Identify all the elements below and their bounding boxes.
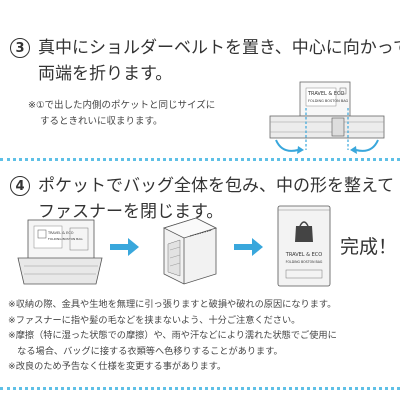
step-3-instruction-line-1: 真中にショルダーベルトを置き、中心に向かって: [38, 38, 400, 58]
caution-notes: ※収納の際、金具や生地を無理に引っ張りますと破損や破れの原因になります。 ※ファ…: [8, 297, 337, 375]
step-4-arrow-1: [110, 238, 139, 256]
step-4-arrow-2: [234, 238, 263, 256]
step-4-wrapping-illustration: TRAVEL & ECO FOLDING BOSTON BAG: [17, 219, 103, 285]
caution-line-3: ※摩擦（特に湿った状態での摩擦）や、雨や汗などにより濡れた状態でご使用に: [8, 330, 337, 341]
complete-label: 完成！: [340, 236, 398, 258]
pouch-tag-line-2: FOLDING BOSTON BAG: [308, 99, 349, 103]
finished-tag-line-2: FOLDING BOSTON BAG: [286, 260, 323, 264]
pouch-tag-line-1: TRAVEL & ECO: [307, 91, 345, 97]
bag-tag-line-1: TRAVEL & ECO: [47, 231, 74, 235]
step-3-instruction-line-2: 両端を折ります。: [38, 64, 173, 84]
step-3-folding-illustration: TRAVEL & ECO FOLDING BOSTON BAG: [269, 81, 385, 154]
step-3-number: 3: [10, 38, 30, 58]
caution-line-1: ※収納の際、金具や生地を無理に引っ張りますと破損や破れの原因になります。: [8, 299, 337, 310]
section-divider: [0, 158, 400, 161]
caution-line-2: ※ファスナーに指や髪の毛などを挟まないよう、十分ご注意ください。: [8, 314, 301, 326]
finished-tag-line-1: TRAVEL & ECO: [285, 252, 323, 258]
bag-tag-line-2: FOLDING BOSTON BAG: [48, 237, 83, 241]
step-4-instruction-line-2: ファスナーを閉じます。: [38, 202, 224, 222]
finished-pouch-illustration: TRAVEL & ECO FOLDING BOSTON BAG: [277, 205, 331, 287]
step-4-instruction-line-1: ポケットでバッグ全体を包み、中の形を整えて: [38, 176, 395, 196]
step-4-number: 4: [10, 176, 30, 196]
caution-line-4: なる場合、バッグに接する衣類等へ色移りすることがあります。: [8, 345, 283, 357]
step-3-note-line-2: するときれいに収まります。: [40, 116, 163, 127]
bottom-divider: [0, 387, 400, 390]
step-3-note-line-1: ※①で出した内側のポケットと同じサイズに: [28, 100, 216, 111]
step-4-zipping-illustration: [162, 217, 218, 285]
caution-line-5: ※改良のため予告なく仕様を変更する事があります。: [8, 361, 227, 372]
